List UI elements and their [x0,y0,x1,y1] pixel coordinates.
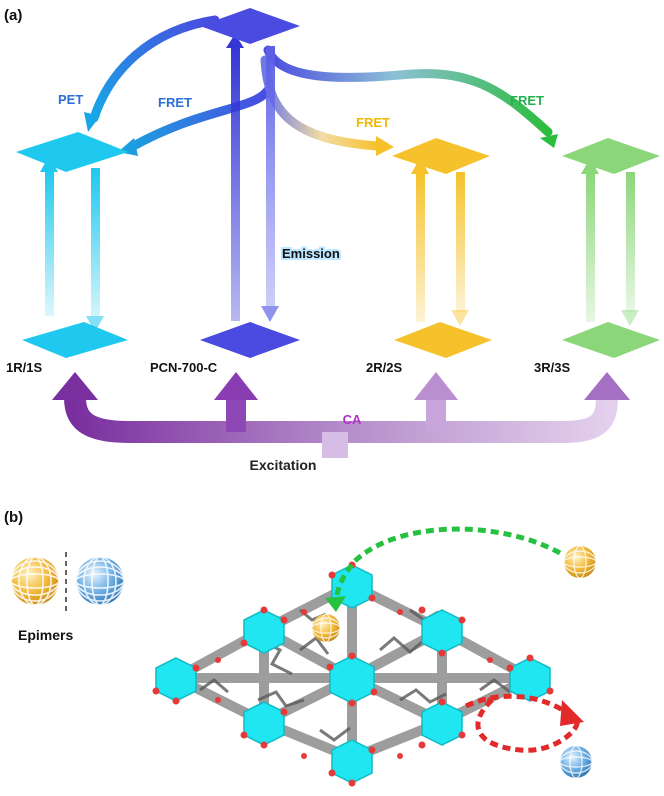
green-dashed-arrow [333,526,562,601]
label-pcn: PCN-700-C [150,360,218,375]
excited-plate-blue [200,8,300,44]
excitation-arrows [52,372,630,458]
red-arrowhead [560,700,584,726]
level-1r1s [16,132,128,358]
fret-green-arrowhead [540,134,558,148]
epimers-label: Epimers [18,627,73,643]
ca-label: CA [343,412,362,427]
ground-plate-blue [200,322,300,358]
fret-cyan-arrow [125,85,273,153]
pet-label: PET [58,92,83,107]
ground-plate-cyan [22,322,128,358]
excited-plate-cyan [16,132,128,172]
excited-plate-green [562,138,660,174]
pet-arrow [89,15,220,123]
level-2r2s [392,138,492,358]
outgoing-blue-sphere [559,745,593,779]
label-2r2s: 2R/2S [366,360,402,375]
label-1r1s: 1R/1S [6,360,42,375]
pet-arrowhead [84,112,100,132]
fret-blue-label: FRET [158,95,192,110]
fret-yellow-label: FRET [356,115,390,130]
ground-plate-green [562,322,660,358]
panel-b-label: (b) [4,509,23,526]
fret-green-label: FRET [510,93,544,108]
label-3r3s: 3R/3S [534,360,570,375]
green-arrowhead [325,596,346,612]
excitation-label: Excitation [250,457,317,473]
panel-a-label: (a) [4,7,22,24]
red-dashed-arrow-start [464,693,568,715]
level-3r3s [562,138,660,358]
epimer-sphere-blue [75,556,125,606]
epimer-sphere-orange [10,556,60,606]
fret-yellow-arrowhead [376,136,394,156]
red-dashed-arrow [475,698,580,753]
level-pcn [200,8,300,358]
emission-label: Emission [282,246,340,261]
fret-green-arrow [263,45,553,137]
excited-plate-yellow [392,138,490,174]
ground-plate-yellow [394,322,492,358]
incoming-orange-sphere [563,545,597,579]
mof-framework [152,561,554,787]
